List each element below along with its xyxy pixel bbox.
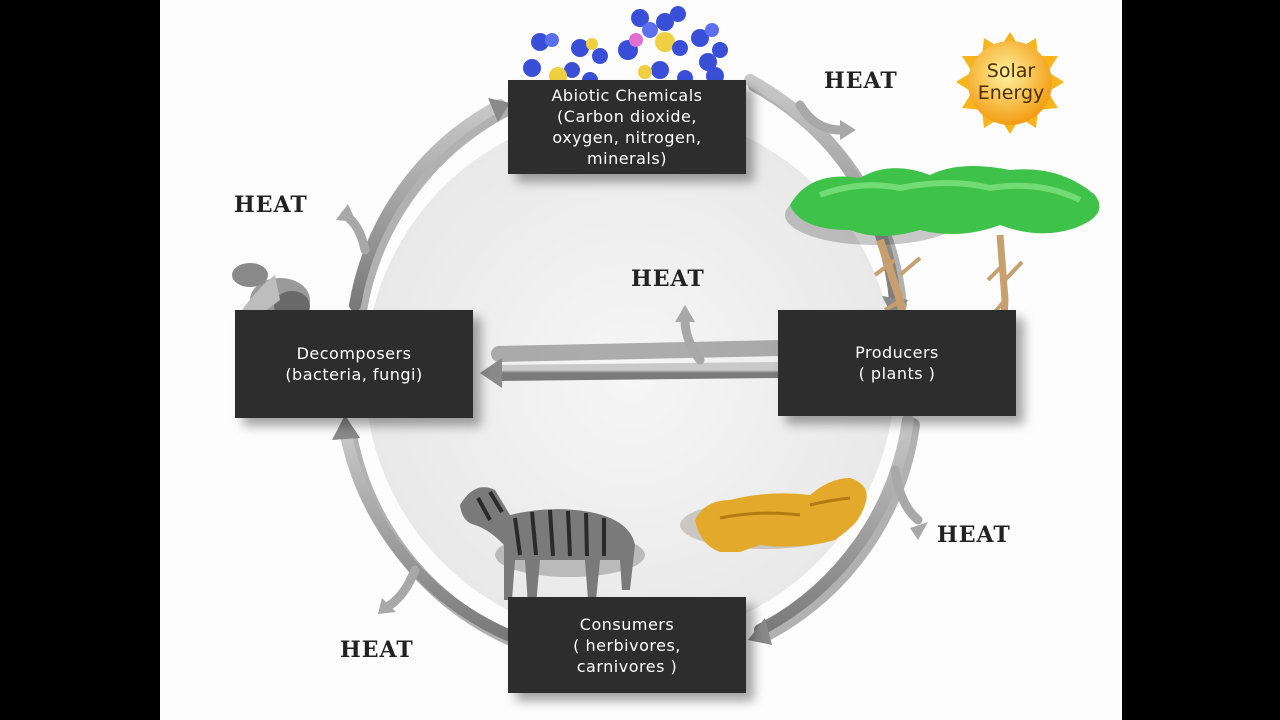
- arrowhead-consumers: [748, 618, 772, 645]
- heat-arrow-top-right: [795, 100, 845, 135]
- lion-illustration: [680, 478, 867, 552]
- zebra-illustration: [460, 487, 645, 605]
- heat-arrow-bottom-left: [385, 565, 420, 610]
- arrowhead-decomposers: [332, 415, 360, 440]
- abiotic-chemicals-label: Abiotic Chemicals (Carbon dioxide, oxyge…: [551, 86, 703, 168]
- arrow-producers-to-decomposers: [487, 362, 786, 381]
- heat-label-bottom-left: HEAT: [340, 637, 414, 663]
- arrowhead-abiotic: [488, 98, 510, 122]
- producers-box: Producers ( plants ): [778, 310, 1016, 416]
- heat-label-top-right: HEAT: [824, 68, 898, 94]
- diagram-canvas: Abiotic Chemicals (Carbon dioxide, oxyge…: [160, 0, 1122, 720]
- abiotic-chemicals-box: Abiotic Chemicals (Carbon dioxide, oxyge…: [508, 80, 746, 174]
- heat-arrow-center: [680, 315, 705, 365]
- sun-illustration: [956, 32, 1064, 134]
- arrow-consumers-to-decomposers: [339, 424, 514, 641]
- heat-label-center: HEAT: [631, 266, 705, 292]
- solar-energy-label: Solar Energy: [977, 60, 1045, 104]
- consumers-box: Consumers ( herbivores, carnivores ): [508, 597, 746, 693]
- heat-arrowheads: [336, 120, 928, 614]
- heat-label-top-left: HEAT: [234, 192, 308, 218]
- cycle-arrows: [339, 74, 920, 647]
- arrowhead-center: [480, 358, 502, 388]
- consumers-label: Consumers ( herbivores, carnivores ): [573, 614, 681, 676]
- producers-label: Producers ( plants ): [855, 343, 939, 383]
- arrow-producers-to-consumers: [754, 414, 914, 636]
- decomposers-label: Decomposers (bacteria, fungi): [285, 344, 423, 384]
- ecosystem-cycle-diagram: [232, 6, 1100, 647]
- heat-arrow-right: [890, 465, 923, 525]
- arrow-decomposers-to-abiotic: [349, 99, 506, 311]
- decomposers-box: Decomposers (bacteria, fungi): [235, 310, 473, 418]
- heat-label-right: HEAT: [937, 522, 1011, 548]
